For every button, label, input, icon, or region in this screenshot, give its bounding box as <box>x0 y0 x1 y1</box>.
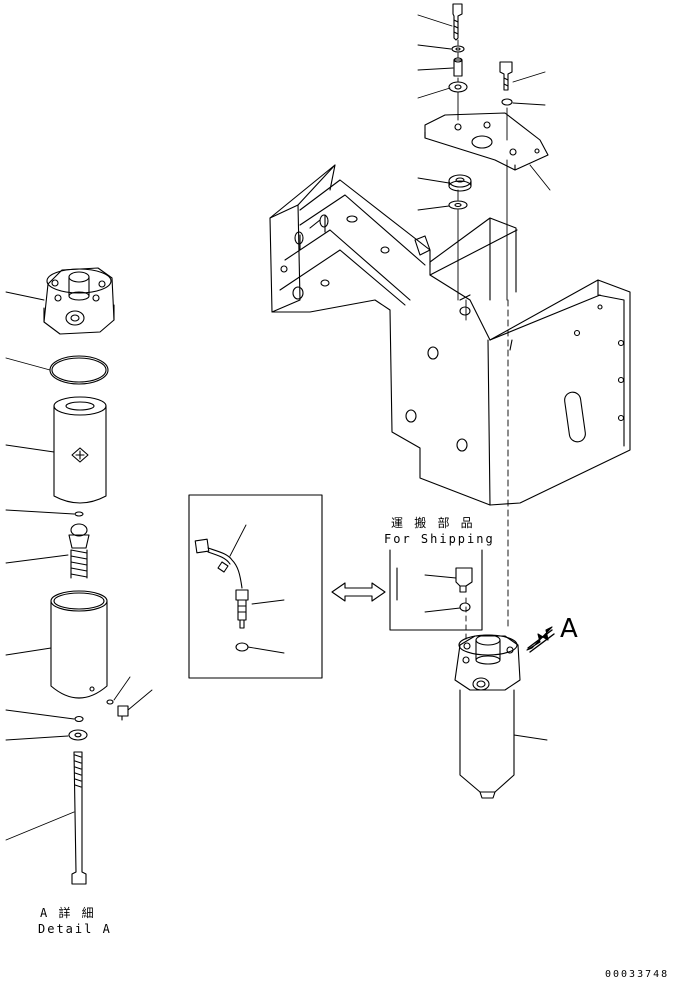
detail-label-jp: A 詳 細 <box>40 906 96 920</box>
washer-lower <box>449 201 467 209</box>
center-lines <box>458 40 508 630</box>
drawing-number: 00033748 <box>605 969 670 980</box>
washer-small <box>452 46 464 52</box>
filter-exploded-left <box>44 268 128 884</box>
detail-label-en: Detail A <box>38 922 112 936</box>
leader-lines-top <box>418 15 550 210</box>
top-hardware-stack <box>425 4 548 209</box>
o-ring <box>50 356 108 384</box>
shipping-label-en: For Shipping <box>384 532 495 546</box>
filter-assembly-right <box>455 598 554 798</box>
shipping-box <box>390 550 482 630</box>
washer <box>449 82 467 92</box>
double-arrow <box>332 583 385 601</box>
spacer <box>454 60 462 76</box>
leader-lines-left <box>6 292 152 840</box>
bracket-assembly <box>270 165 630 505</box>
shipping-label-jp: 運 搬 部 品 <box>391 516 475 530</box>
mounting-plate <box>425 113 548 170</box>
sensor-detail-box <box>189 495 322 678</box>
bolt-right <box>500 62 512 90</box>
view-a-arrow <box>527 627 552 650</box>
view-a-letter: A <box>560 614 578 644</box>
bolt-top <box>453 4 462 40</box>
